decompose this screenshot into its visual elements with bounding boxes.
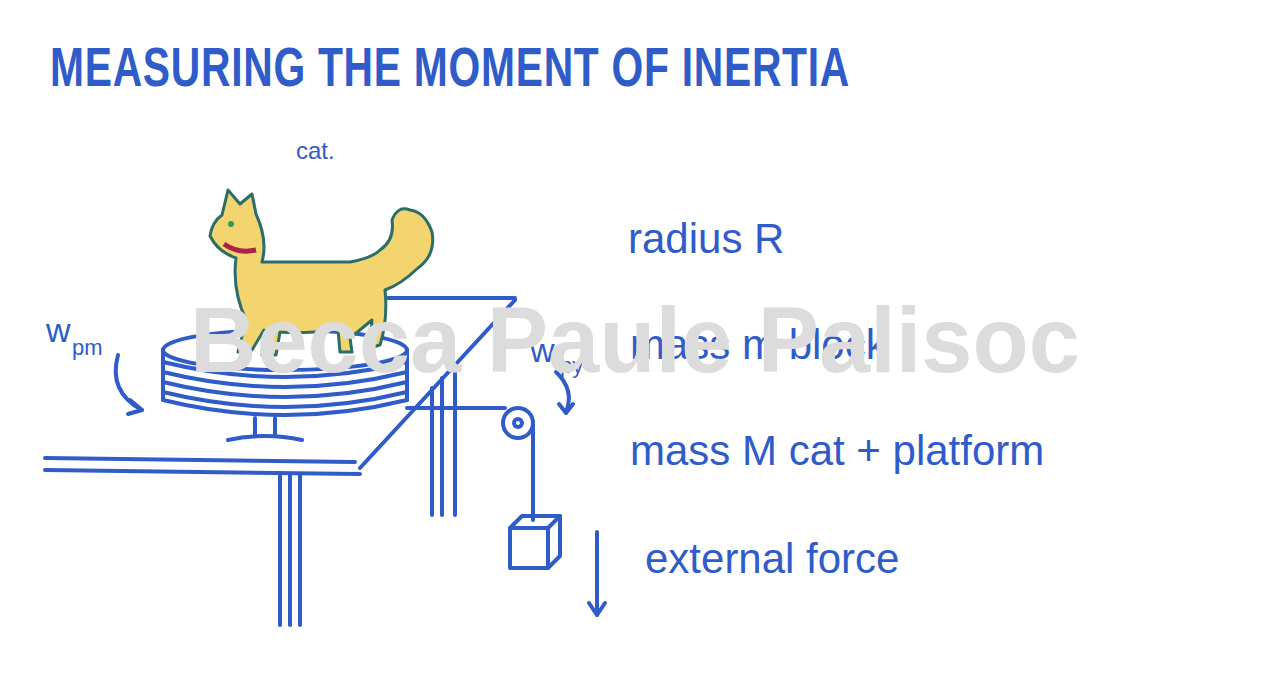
subscript: pm	[72, 336, 103, 360]
quantity-label: mass M cat + platform	[630, 428, 1044, 474]
omega-symbol: w	[46, 312, 71, 349]
figure-label: cat.	[296, 138, 335, 164]
diagram-title: MEASURING THE MOMENT OF INERTIA	[50, 36, 850, 98]
force-label: external force	[645, 536, 899, 582]
quantity-label: radius R	[628, 216, 784, 262]
watermark: Becca Paule Palisoc	[190, 290, 1080, 391]
